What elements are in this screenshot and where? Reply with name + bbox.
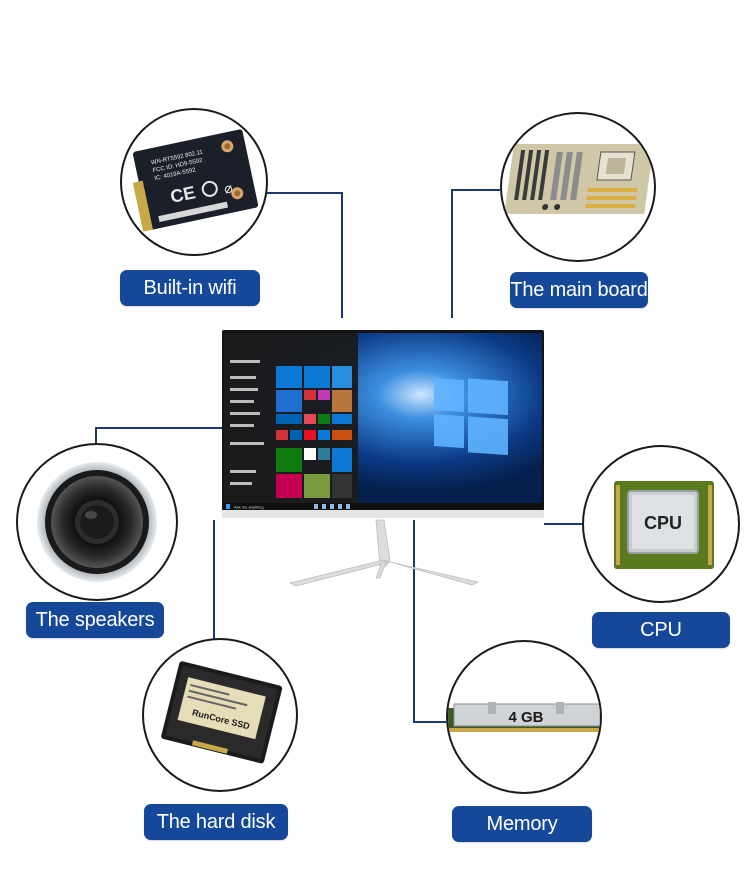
cpu-circle: CPU xyxy=(582,445,740,603)
wifi-connector xyxy=(262,192,343,318)
wifi-label: Built-in wifi xyxy=(120,270,260,306)
mainboard-label: The main board xyxy=(510,272,648,308)
cpu-label: CPU xyxy=(592,612,730,648)
cpu-image: CPU xyxy=(614,481,714,569)
memory-circle: 4 GB xyxy=(446,640,602,794)
memory-image: 4 GB xyxy=(448,702,600,732)
mainboard-connector xyxy=(451,189,500,318)
taskbar xyxy=(224,503,542,510)
speaker-circle xyxy=(16,443,178,601)
speakers-connector xyxy=(95,427,222,444)
all-in-one-monitor: Ask me anything xyxy=(220,330,546,520)
windows-logo-icon xyxy=(434,378,508,456)
cpu-chip-text: CPU xyxy=(644,513,682,533)
memory-text: 4 GB xyxy=(508,709,543,726)
harddisk-image: RunCore SSD xyxy=(161,661,283,764)
monitor-image: Ask me anything xyxy=(220,330,546,518)
speakers-label: The speakers xyxy=(26,602,164,638)
memory-connector xyxy=(413,520,446,723)
mainboard-image xyxy=(504,144,654,214)
harddisk-label: The hard disk xyxy=(144,804,288,840)
mainboard-circle xyxy=(500,112,656,262)
harddisk-circle: RunCore SSD xyxy=(142,638,298,792)
wifi-card-image: WN-RT5592 802.11 FCC ID: HD9-5592 IC: 40… xyxy=(132,129,259,232)
svg-text:⌀: ⌀ xyxy=(222,179,234,196)
wifi-card-circle: WN-RT5592 802.11 FCC ID: HD9-5592 IC: 40… xyxy=(120,108,268,256)
speaker-image xyxy=(37,462,157,582)
taskbar-search: Ask me anything xyxy=(234,505,264,510)
memory-label: Memory xyxy=(452,806,592,842)
start-tiles xyxy=(276,366,352,498)
